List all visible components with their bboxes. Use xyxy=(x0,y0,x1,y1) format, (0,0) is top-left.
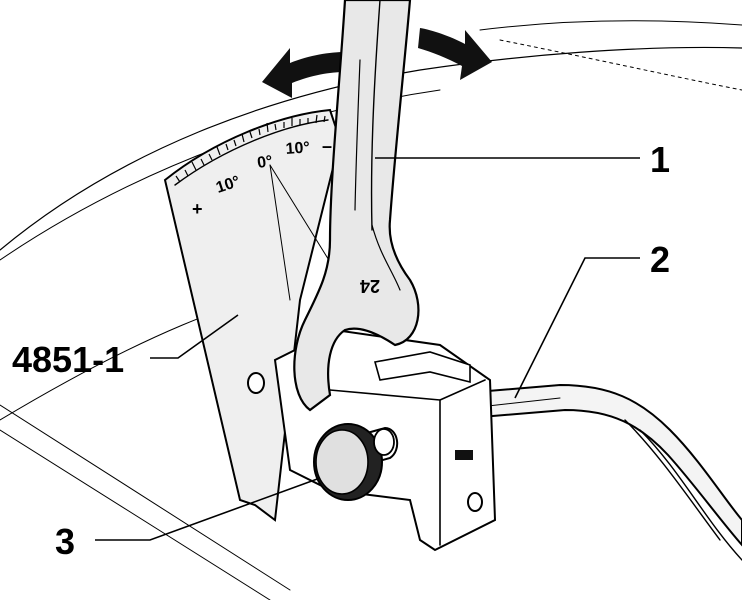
rotate-right-arrow xyxy=(418,28,492,80)
angle-gauge-plate: + 10° 0° 10° – xyxy=(163,108,342,522)
leader-3 xyxy=(95,477,321,541)
scale-plus: + xyxy=(192,199,203,219)
callout-2: 2 xyxy=(650,239,670,280)
scale-zero: 0° xyxy=(256,153,274,172)
scale-right-degrees: 10° xyxy=(285,139,310,158)
callout-leaders xyxy=(95,157,640,541)
scale-minus: – xyxy=(322,136,332,156)
clamp-hole xyxy=(467,492,483,512)
callout-3: 3 xyxy=(55,521,75,562)
wrench-size-mark: 24 xyxy=(360,276,380,296)
scale-left-degrees: 10° xyxy=(214,173,242,197)
callout-1: 1 xyxy=(650,139,670,180)
leader-gauge xyxy=(150,314,239,359)
callout-gauge-4851-1: 4851-1 xyxy=(12,339,124,380)
open-end-wrench: 24 xyxy=(293,0,420,412)
rotate-left-arrow xyxy=(262,48,345,98)
mounting-hole xyxy=(247,372,265,394)
scale-ticks xyxy=(175,114,326,183)
knurled-knob xyxy=(313,423,399,501)
leader-2 xyxy=(514,257,640,399)
